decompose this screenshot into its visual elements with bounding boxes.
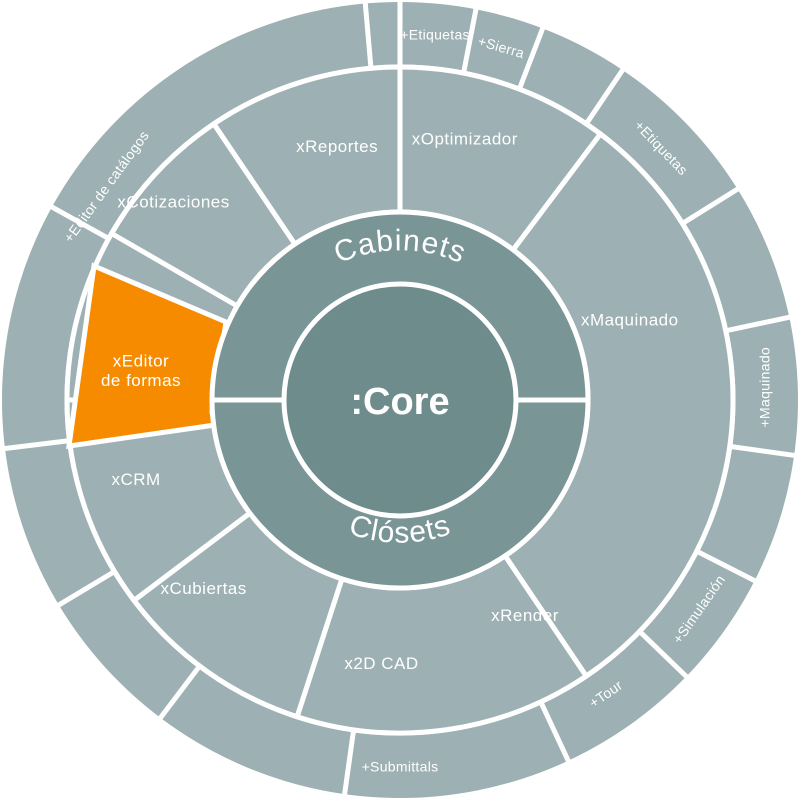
outer-divider xyxy=(637,629,691,682)
module-label-line: xEditor xyxy=(113,352,169,371)
module-label-render: xRender xyxy=(491,606,559,625)
outer-divider xyxy=(341,729,357,799)
outer-divider xyxy=(54,569,116,610)
core-label: :Core xyxy=(350,381,449,423)
module-label-optimizador: xOptimizador xyxy=(412,129,518,148)
module-label-2d-cad: x2D CAD xyxy=(344,654,418,673)
module-label-crm: xCRM xyxy=(111,470,160,489)
module-label-maquinado: xMaquinado xyxy=(581,310,679,329)
module-label-reportes: xReportes xyxy=(296,137,378,156)
outer-divider xyxy=(517,23,547,91)
module-label-line: de formas xyxy=(101,372,181,391)
outer-divider xyxy=(725,313,794,334)
outer-divider xyxy=(538,700,573,766)
outer-divider xyxy=(47,202,110,241)
module-label-cotizaciones: xCotizaciones xyxy=(117,193,229,212)
outer-divider xyxy=(681,184,743,226)
outer-divider xyxy=(584,65,627,126)
outer-divider xyxy=(461,4,480,74)
outer-divider xyxy=(695,548,760,585)
module-label-cubiertas: xCubiertas xyxy=(160,579,246,598)
addon-label-etiquetas-top[interactable]: +Etiquetas xyxy=(400,26,470,42)
outer-divider xyxy=(729,443,799,459)
outer-divider xyxy=(0,438,70,452)
outer-divider xyxy=(156,664,202,723)
core-circle[interactable] xyxy=(281,281,519,519)
addon-label-submittals[interactable]: +Submittals xyxy=(362,759,439,775)
outer-divider xyxy=(362,0,374,69)
addon-label-maquinado[interactable]: +Maquinado xyxy=(756,347,772,427)
